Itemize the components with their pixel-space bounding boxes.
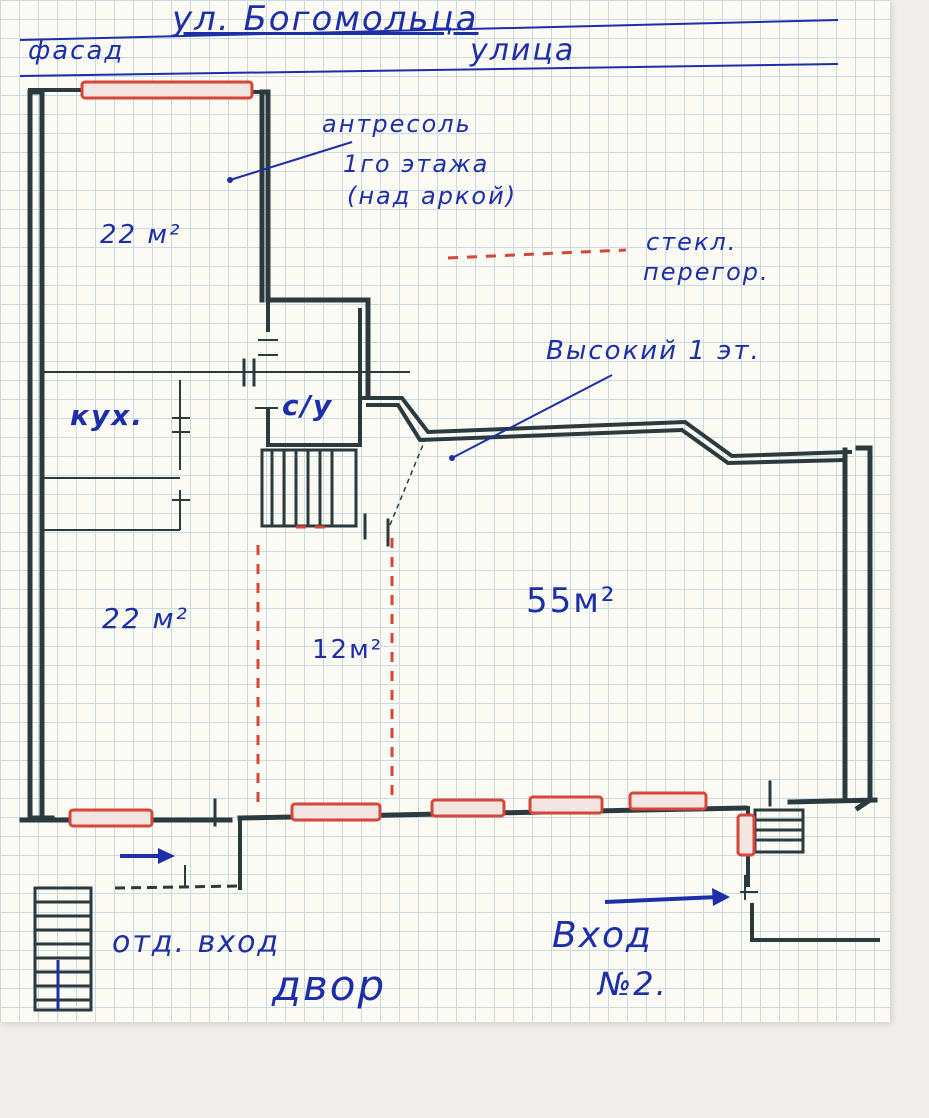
facade-label: фасад (28, 36, 125, 66)
stairs-icon (260, 448, 358, 528)
separate-entrance-label: отд. вход (112, 925, 281, 960)
mezzanine-point (227, 177, 233, 183)
street-label: улица (470, 33, 576, 68)
glass-partition-label-line1: стекл. (646, 228, 738, 256)
direction-arrow-icon (604, 888, 730, 906)
mezzanine-leader (229, 141, 353, 181)
courtyard-label: двор (272, 961, 387, 1010)
area-main-label: 55м² (526, 581, 617, 621)
stairs-icon (33, 886, 93, 1012)
direction-arrow-icon (120, 848, 175, 864)
entrance-2-label-line1: Вход (552, 915, 653, 956)
street-line-bottom (19, 63, 839, 77)
entrance-2-label-line2: №2. (598, 965, 668, 1003)
glass-partitions (256, 248, 627, 808)
mezzanine-label-line2: 1го этажа (343, 150, 490, 178)
area-bottom-left-label: 22 м² (102, 602, 189, 635)
mezzanine-label-line3: (над аркой) (347, 182, 518, 210)
area-middle-label: 12м² (312, 635, 384, 665)
high-floor-label: Высокий 1 эт. (546, 336, 761, 366)
high-floor-leader (451, 374, 613, 459)
windows (68, 80, 756, 857)
area-top-left-label: 22 м² (100, 220, 182, 250)
high-floor-point (449, 455, 455, 461)
bathroom-label: с/у (282, 389, 334, 422)
mezzanine-label-line1: антресоль (322, 110, 472, 138)
stairs-icon (753, 808, 805, 854)
street-name-label: ул. Богомольца (172, 0, 479, 39)
graph-paper-sheet (0, 0, 890, 1022)
kitchen-label: кух. (70, 399, 144, 432)
glass-partition-label-line2: перегор. (643, 258, 770, 286)
street-line-top (19, 19, 839, 41)
